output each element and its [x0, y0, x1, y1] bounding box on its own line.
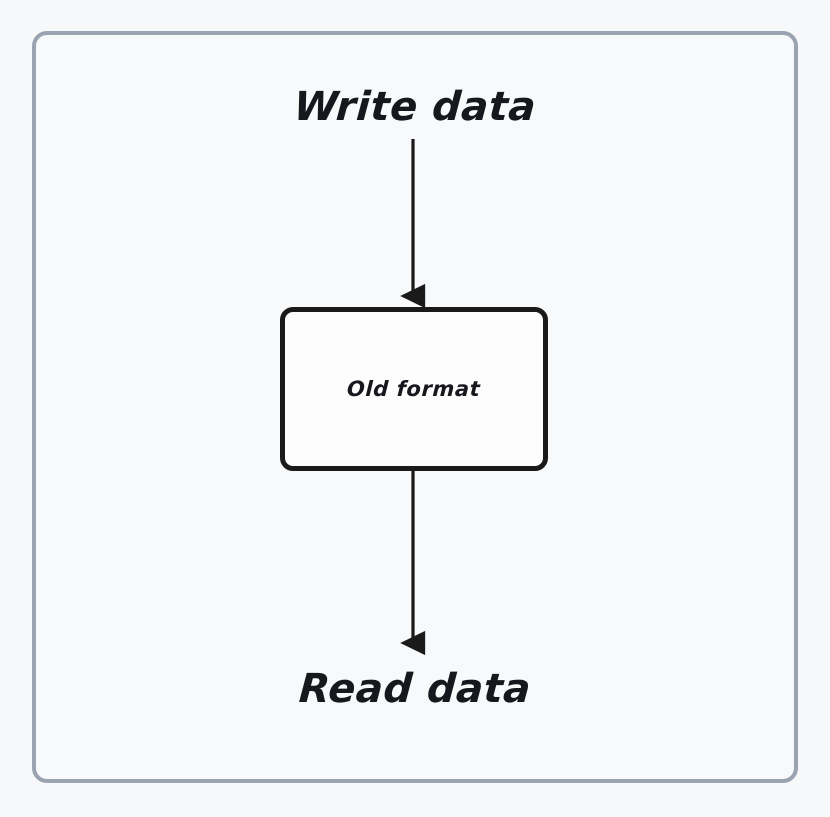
node-old-format[interactable]: Old format	[280, 307, 548, 471]
node-label-write-data: Write data	[292, 84, 538, 130]
node-label-read-data: Read data	[297, 666, 533, 712]
node-label-old-format: Old format	[346, 377, 482, 401]
